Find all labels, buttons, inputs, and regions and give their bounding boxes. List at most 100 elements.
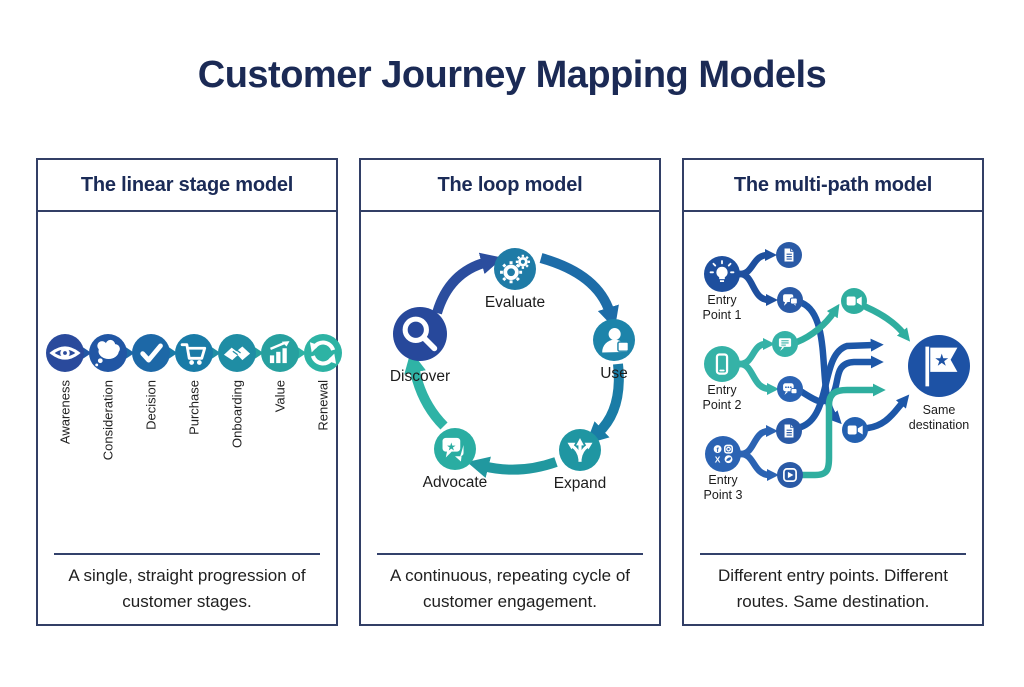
route-path [864,394,910,432]
route-path [793,303,840,346]
text-message-icon [778,338,792,351]
entry-point-1 [704,256,740,292]
social-media-icon: fX [713,444,734,465]
fork-path [736,270,778,306]
footer-divider [54,553,320,555]
loop-step-expand [559,429,601,471]
route-path [799,383,886,479]
panel-loop-description: A continuous, repeating cycle of custome… [389,566,631,611]
touchpoint-chat-dots [777,376,803,402]
loop-label-expand: Expand [554,475,607,492]
stage-arrow-icon [297,347,307,359]
stage-arrow-icon [82,347,92,359]
stage-purchase-circle [175,334,213,372]
loop-label-evaluate: Evaluate [485,294,545,311]
fork-path [736,360,779,395]
touchpoint-document [776,418,802,444]
fork-path [737,425,778,458]
stage-label-consideration: Consideration [101,380,116,460]
panel-linear-header: The linear stage model [38,160,336,212]
entry-point-label: Entry [708,473,738,487]
panel-multipath-header: The multi-path model [684,160,982,212]
entry-point-2-circle [704,346,740,382]
footer-divider [377,553,643,555]
search-icon [402,316,438,352]
stage-onboarding [218,334,256,372]
stage-label-decision: Decision [144,380,159,430]
panel-linear-footer: A single, straight progression of custom… [38,553,336,624]
touchpoint-text-message [772,331,798,357]
loop-arrow-icon [585,363,624,445]
loop-arrow-icon [466,456,558,479]
loop-step-advocate: ★ [434,428,476,470]
entry-point-label: Point 2 [703,398,742,412]
page-title: Customer Journey Mapping Models [197,54,827,96]
footer-divider [700,553,966,555]
panel-loop-header: The loop model [361,160,659,212]
stage-decision-circle [132,334,170,372]
entry-point-label: Point 1 [703,308,742,322]
panel-linear-stage-model: The linear stage model Awareness Consider… [36,158,342,626]
fork-path [736,338,775,368]
route-path [862,303,911,342]
mid-node-video-camera [842,417,868,443]
refresh-icon [309,340,337,366]
entry-point-label: Point 3 [704,488,743,502]
loop-arrow-icon [404,350,448,430]
panels-row: The linear stage model Awareness Consider… [36,158,984,626]
stage-value [261,334,299,372]
loop-arrow-icon [539,253,619,329]
svg-text:★: ★ [446,442,456,454]
stage-decision [132,334,170,372]
eye-icon [49,346,81,360]
loop-step-evaluate [494,248,536,290]
destination-label: destination [909,418,970,432]
panel-linear-description: A single, straight progression of custom… [68,566,306,611]
stage-consideration [89,334,127,372]
panel-loop-footer: A continuous, repeating cycle of custome… [361,553,659,624]
fork-path [736,249,777,278]
flag-star-icon: ★ [925,346,958,387]
video-camera-icon [846,296,862,306]
play-icon [783,468,797,482]
stage-arrow-icon [254,347,264,359]
fork-path [737,450,779,481]
touchpoint-play [777,462,803,488]
chat-icon [783,294,798,308]
loop-label-discover: Discover [390,368,450,385]
entry-point-2 [704,346,740,382]
touchpoint-chat [777,287,803,313]
stage-purchase [175,334,213,372]
panel-multipath-footer: Different entry points. Different routes… [684,553,982,624]
cart-icon [180,343,207,365]
svg-text:X: X [715,455,721,465]
stage-label-onboarding: Onboarding [230,380,245,448]
stage-renewal [304,334,342,372]
loop-step-discover [393,307,447,361]
document-icon [784,248,794,262]
destination-label: Same [923,403,956,417]
loop-label-use: Use [600,365,628,382]
svg-text:★: ★ [935,353,949,369]
stage-label-renewal: Renewal [316,380,331,431]
video-camera-icon [847,425,863,435]
document-icon [784,424,794,438]
branching-arrows-icon [567,438,593,462]
stage-label-value: Value [273,380,288,412]
stage-label-awareness: Awareness [58,380,73,445]
smartphone-icon [715,353,729,375]
checkmark-icon [140,343,163,363]
svg-text:f: f [716,447,719,454]
entry-point-label: Entry [707,293,737,307]
entry-point-label: Entry [707,383,737,397]
handshake-icon [223,346,251,361]
route-path [797,338,884,431]
destination-node: ★ [908,335,970,397]
entry-point-3-circle [705,436,741,472]
loop-arrow-icon [432,252,503,315]
